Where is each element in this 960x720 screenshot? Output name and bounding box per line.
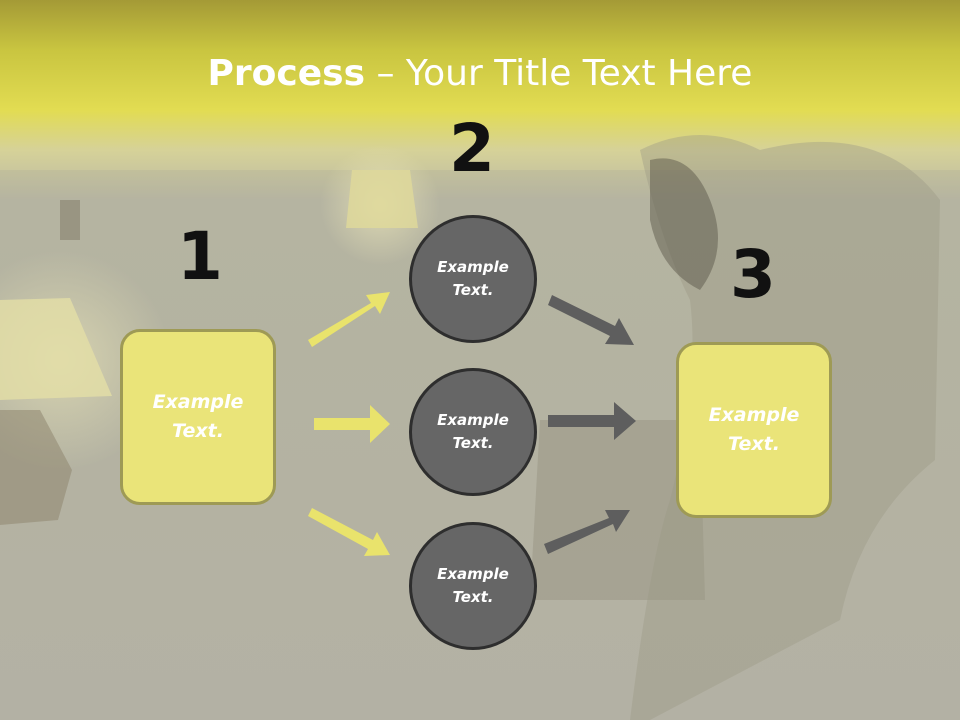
step-number-2: 2 (449, 110, 495, 187)
step-number-3: 3 (730, 236, 776, 313)
arrow-right-yellow (314, 405, 390, 443)
step2-circle-middle: Example Text. (409, 368, 537, 496)
step1-box: Example Text. (120, 329, 276, 505)
title-bold: Process (207, 53, 366, 94)
arrow-right-gray (548, 402, 636, 440)
step2-circle-top: Example Text. (409, 215, 537, 343)
slide-title: Process – Your Title Text Here (0, 50, 960, 98)
step2-circle-bottom: Example Text. (409, 522, 537, 650)
arrow-down-right-yellow (308, 508, 390, 556)
title-rest: – Your Title Text Here (365, 53, 753, 94)
arrow-up-right-gray (544, 510, 630, 554)
arrow-down-right-gray (548, 295, 634, 345)
step-number-1: 1 (177, 218, 223, 295)
step3-box: Example Text. (676, 342, 832, 518)
arrow-up-right-yellow (308, 292, 390, 347)
